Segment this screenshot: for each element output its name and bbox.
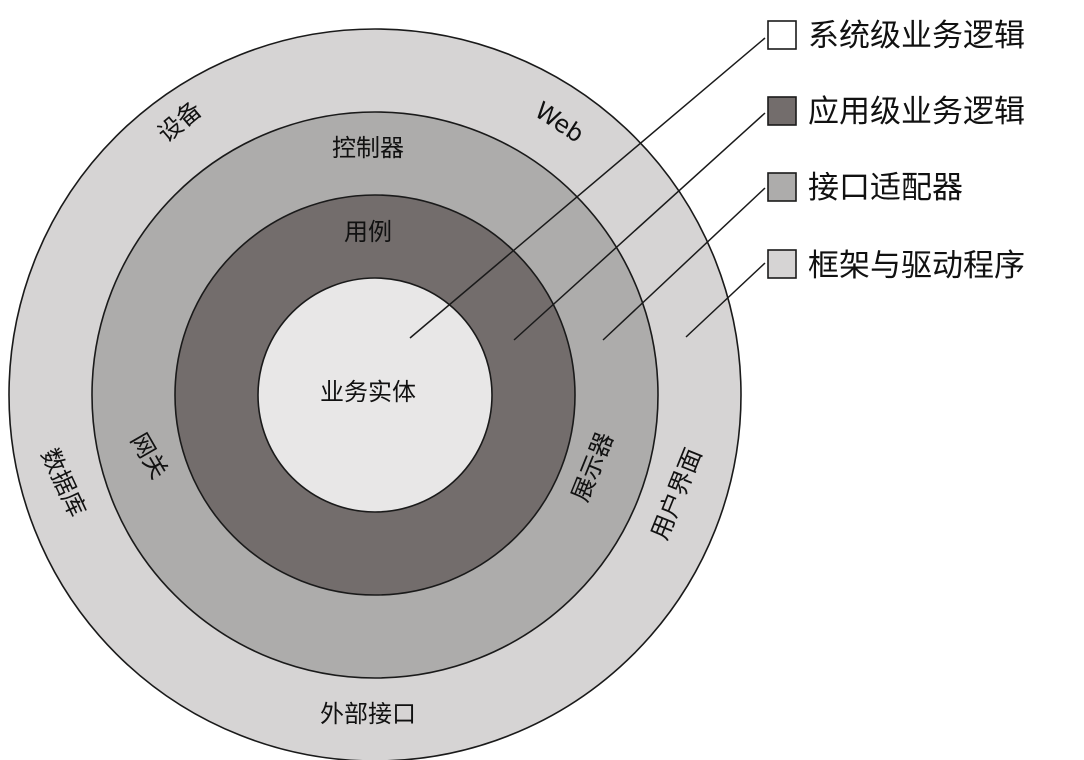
entities-label: 业务实体 (320, 378, 416, 406)
leader-line-adapters (602, 187, 766, 341)
controllers-label: 控制器 (332, 134, 404, 162)
leader-line-entities (409, 37, 766, 339)
legend-label-frameworks: 框架与驱动程序 (808, 248, 1025, 284)
legend: 系统级业务逻辑 应用级业务逻辑 接口适配器 框架与驱动程序 (767, 18, 1025, 284)
legend-label-adapters: 接口适配器 (808, 170, 963, 206)
legend-swatch-use-cases (767, 96, 797, 126)
external-interfaces-label: 外部接口 (320, 700, 416, 728)
legend-item: 应用级业务逻辑 (767, 94, 1025, 130)
use-cases-label: 用例 (344, 218, 392, 246)
leader-line-use-cases (513, 112, 766, 341)
legend-swatch-adapters (767, 172, 797, 202)
leader-line-frameworks (685, 262, 766, 338)
legend-swatch-frameworks (767, 249, 797, 279)
legend-label-entities: 系统级业务逻辑 (808, 18, 1025, 54)
legend-item: 框架与驱动程序 (767, 248, 1025, 284)
core-entities (257, 277, 493, 513)
legend-label-use-cases: 应用级业务逻辑 (808, 94, 1025, 130)
legend-swatch-entities (767, 20, 797, 50)
legend-item: 系统级业务逻辑 (767, 18, 1025, 54)
legend-item: 接口适配器 (767, 170, 963, 206)
